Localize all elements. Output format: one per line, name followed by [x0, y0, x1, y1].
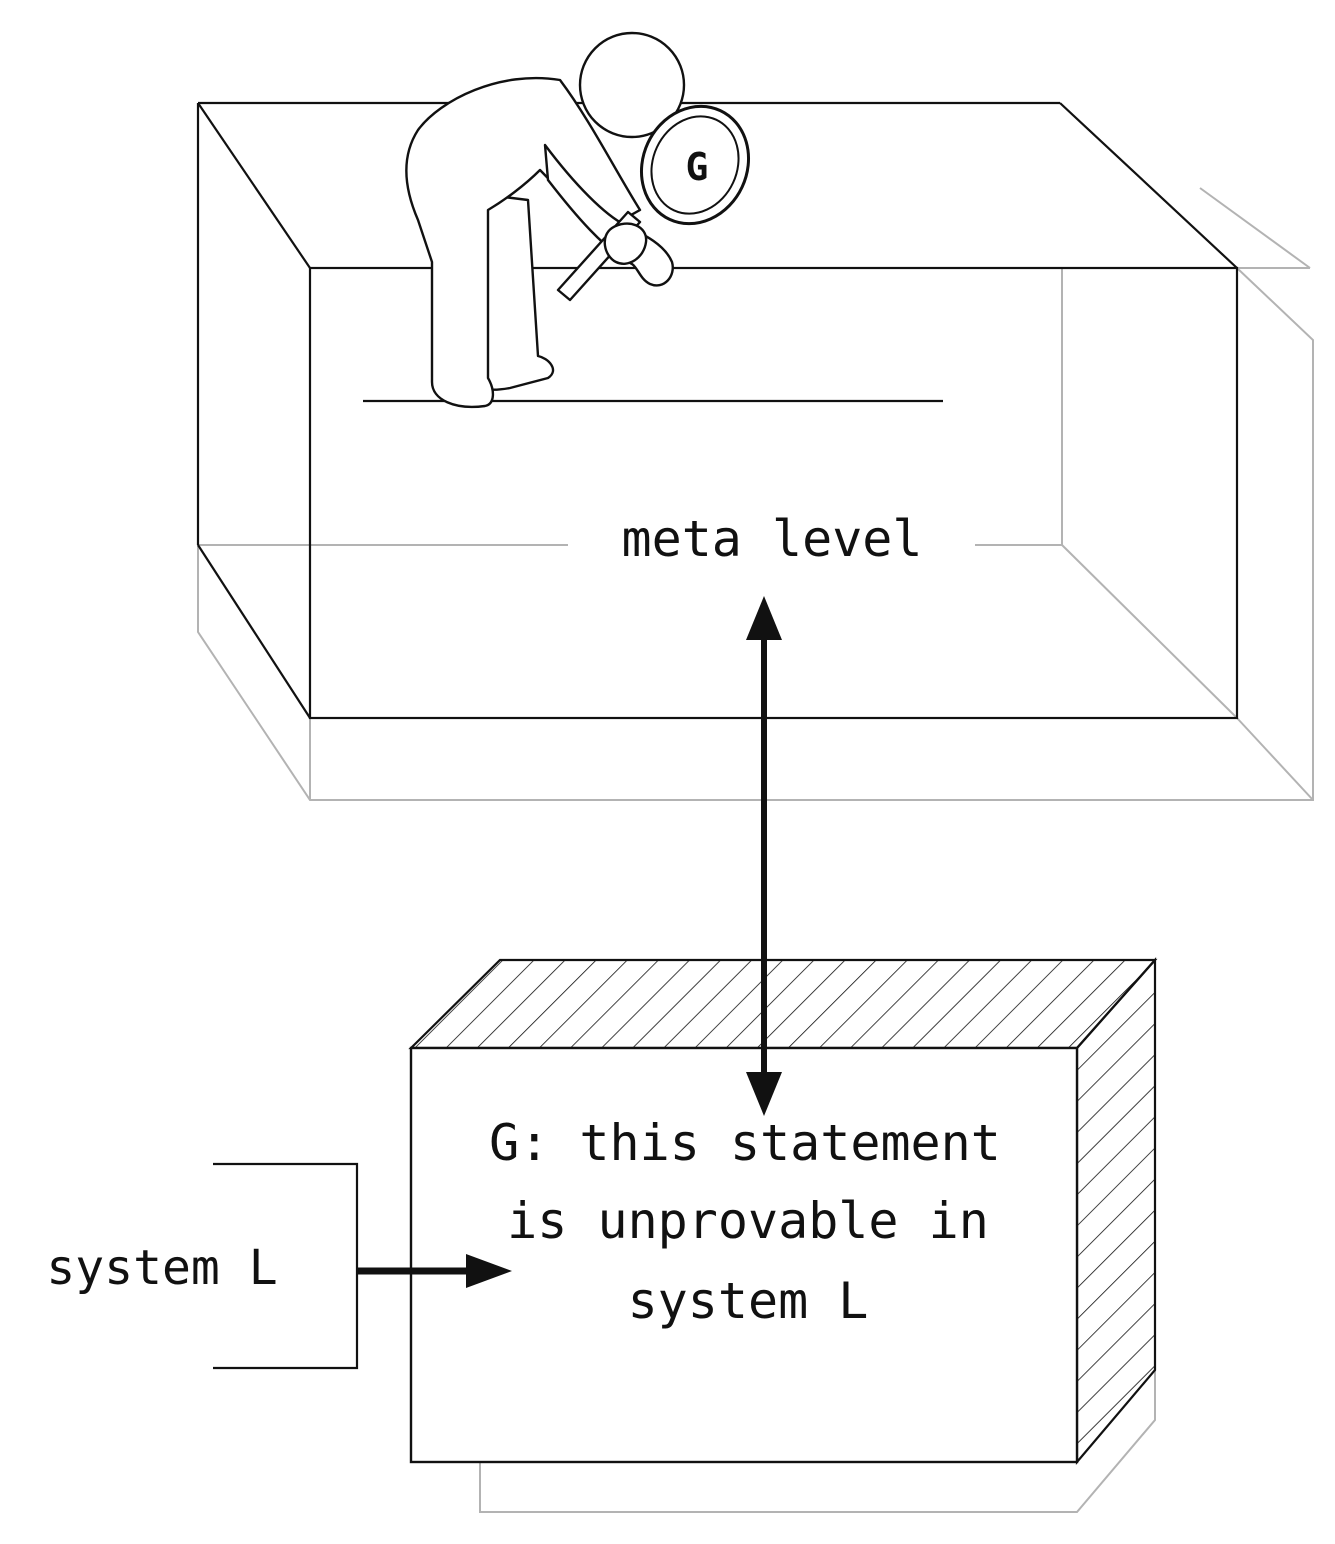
meta-level-label: meta level	[621, 510, 922, 568]
arrow-head-down	[746, 1072, 782, 1116]
statement-line: system L	[628, 1272, 869, 1330]
statement-box-front	[409, 1046, 1079, 1464]
statement-text: G: this statement is unprovable in syste…	[489, 1114, 1001, 1330]
meta-box-shadow	[197, 187, 1314, 801]
statement-line: is unprovable in	[507, 1192, 989, 1250]
figure-head	[578, 31, 686, 139]
arrow-head-up	[746, 596, 782, 640]
statement-line: G: this statement	[489, 1114, 1001, 1172]
statement-box-side	[1075, 957, 1157, 1465]
observer-figure	[405, 31, 751, 409]
statement-box-top	[408, 958, 1158, 1050]
system-arrow	[357, 1254, 512, 1288]
statement-box-shadow	[479, 1370, 1156, 1513]
system-l-label: system L	[46, 1240, 277, 1296]
figure-torso	[405, 76, 642, 409]
double-arrow	[746, 596, 782, 1116]
figure-hand	[603, 222, 648, 265]
system-arrow-head	[466, 1254, 512, 1288]
system-l-bracket	[213, 1162, 359, 1370]
magnifier-letter: G	[686, 145, 709, 189]
statement-box	[408, 957, 1158, 1513]
meta-level-box	[196, 101, 1314, 801]
